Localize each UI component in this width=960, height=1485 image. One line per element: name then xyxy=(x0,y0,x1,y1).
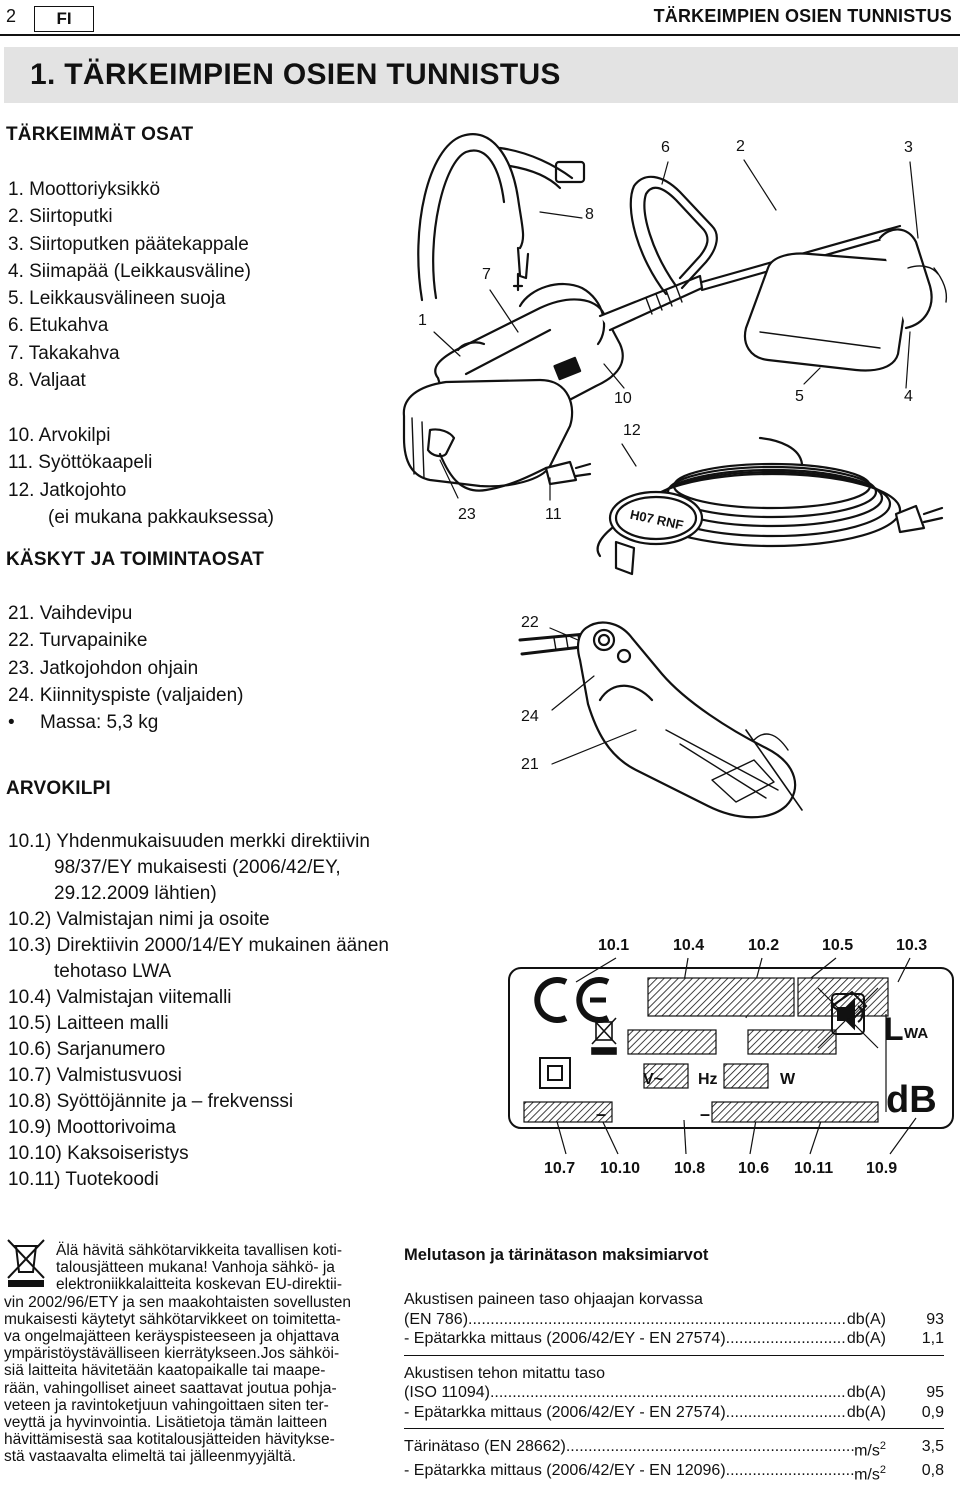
disposal-text: Älä hävitä sähkötarvikkeita tavallisen k… xyxy=(4,1242,351,1466)
figure-label-6: 6 xyxy=(661,139,670,156)
figure-label-12: 12 xyxy=(623,422,641,439)
list-item: 11. Syöttökaapeli xyxy=(8,452,153,474)
section-title: 1. TÄRKEIMPIEN OSIEN TUNNISTUS xyxy=(4,47,958,103)
list-item: 24. Kiinnityspiste (valjaiden) xyxy=(8,684,244,706)
list-item: 10.10) Kaksoiseristys xyxy=(8,1143,189,1164)
running-title: TÄRKEIMPIEN OSIEN TUNNISTUS xyxy=(653,6,952,26)
plate-label-10-9: 10.9 xyxy=(866,1160,898,1177)
plate-dash-2: – xyxy=(700,1104,710,1124)
list-item: 22. Turvapainike xyxy=(8,630,148,652)
vibration-row: - Epätarkka mittaus (2006/42/EY - EN 120… xyxy=(404,1461,944,1485)
plate-label-10-11: 10.11 xyxy=(794,1160,834,1177)
main-parts-heading: TÄRKEIMMÄT OSAT xyxy=(6,124,194,145)
plate-label-10-7: 10.7 xyxy=(544,1160,576,1177)
double-insulation-icon xyxy=(539,1057,571,1089)
vibration-row: Tärinätaso (EN 28662)m/s23,5 xyxy=(404,1437,944,1461)
trimmer-illustration: H07 RNF xyxy=(402,133,948,576)
plate-label-10-8: 10.8 xyxy=(674,1160,706,1177)
plate-label-10-6: 10.6 xyxy=(738,1160,770,1177)
controls-list: 21. Vaihdevipu 22. Turvapainike 23. Jatk… xyxy=(8,600,244,736)
sound-power-icon xyxy=(817,987,879,1049)
list-item: 5. Leikkausvälineen suoja xyxy=(8,288,226,310)
list-item: 21. Vaihdevipu xyxy=(8,603,133,624)
list-item: 10.6) Sarjanumero xyxy=(8,1039,166,1060)
plate-volt: V~ xyxy=(643,1071,663,1088)
noise-values: Akustisen paineen taso ohjaajan korvassa… xyxy=(404,1290,944,1485)
rating-plate-diagram: V~ Hz W – – L WA dB xyxy=(508,957,954,1155)
handle-detail-illustration xyxy=(518,621,803,819)
list-item: 10. Arvokilpi xyxy=(8,425,111,446)
main-parts-list-2: 10. Arvokilpi 11. Syöttökaapeli 12. Jatk… xyxy=(8,422,274,531)
page-number: 2 xyxy=(6,6,17,26)
figure-label-7: 7 xyxy=(482,266,491,283)
noise-divider xyxy=(404,1354,944,1356)
crossed-bin-icon xyxy=(7,1239,45,1287)
header-divider xyxy=(0,34,960,36)
list-item: 98/37/EY mukaisesti (2006/42/EY, xyxy=(54,857,341,878)
plate-label-10-4: 10.4 xyxy=(673,937,705,954)
figure-label-21: 21 xyxy=(521,756,539,773)
plate-label-10-3: 10.3 xyxy=(896,937,928,954)
figure-label-2: 2 xyxy=(736,138,745,155)
plate-label-10-5: 10.5 xyxy=(822,937,854,954)
list-item: 10.2) Valmistajan nimi ja osoite xyxy=(8,909,270,930)
list-item: 6. Etukahva xyxy=(8,315,109,337)
plate-db: dB xyxy=(886,1079,937,1121)
noise-group-2-title: Akustisen tehon mitattu taso xyxy=(404,1364,605,1382)
plate-label-10-1: 10.1 xyxy=(598,937,630,954)
noise-row: (ISO 11094)db(A)95 xyxy=(404,1383,944,1403)
figure-label-3: 3 xyxy=(904,139,913,156)
noise-row: (EN 786)db(A)93 xyxy=(404,1310,944,1330)
figure-label-5: 5 xyxy=(795,388,804,405)
controls-heading: KÄSKYT JA TOIMINTAOSAT xyxy=(6,549,265,570)
list-item: 10.11) Tuotekoodi xyxy=(8,1169,159,1190)
list-item: tehotaso LWA xyxy=(54,961,172,982)
rating-plate-heading: ARVOKILPI xyxy=(6,778,111,799)
noise-divider xyxy=(404,1428,944,1429)
list-item: 4. Siimapää (Leikkausväline) xyxy=(8,260,251,282)
list-item: 7. Takakahva xyxy=(8,342,120,364)
list-item: 23. Jatkojohdon ohjain xyxy=(8,657,199,679)
list-item-mass: •Massa: 5,3 kg xyxy=(8,709,244,736)
figure-label-23: 23 xyxy=(458,506,476,523)
list-item: 2. Siirtoputki xyxy=(8,206,113,228)
main-parts-list: 1. Moottoriyksikkö 2. Siirtoputki 3. Sii… xyxy=(8,176,251,394)
list-item: 10.1) Yhdenmukaisuuden merkki direktiivi… xyxy=(8,831,370,852)
figure-label-1: 1 xyxy=(418,312,427,329)
figure-label-4: 4 xyxy=(904,388,913,405)
figure-label-22: 22 xyxy=(521,614,539,631)
figure-label-10: 10 xyxy=(614,390,632,407)
figure-label-11: 11 xyxy=(545,506,562,523)
crossed-bin-icon xyxy=(591,1017,617,1055)
list-item: 1. Moottoriyksikkö xyxy=(8,179,161,200)
list-item: 10.3) Direktiivin 2000/14/EY mukainen ää… xyxy=(8,935,389,956)
list-item: 10.4) Valmistajan viitemalli xyxy=(8,987,232,1008)
plate-label-10-10: 10.10 xyxy=(600,1160,641,1177)
noise-group-1-title: Akustisen paineen taso ohjaajan korvassa xyxy=(404,1291,703,1308)
rating-plate-list: 10.1) Yhdenmukaisuuden merkki direktiivi… xyxy=(8,829,389,1193)
list-item: 29.12.2009 lähtien) xyxy=(54,883,217,904)
list-item: 10.7) Valmistusvuosi xyxy=(8,1065,182,1086)
list-item: 10.8) Syöttöjännite ja – frekvenssi xyxy=(8,1091,294,1112)
figure-label-24: 24 xyxy=(521,708,539,725)
plate-dash-1: – xyxy=(596,1104,606,1124)
plate-label-10-2: 10.2 xyxy=(748,937,780,954)
plate-lwa-l: L xyxy=(884,1011,904,1047)
plate-lwa-sub: WA xyxy=(904,1025,928,1042)
noise-row: - Epätarkka mittaus (2006/42/EY - EN 275… xyxy=(404,1403,944,1423)
figure-label-8: 8 xyxy=(585,206,594,223)
ce-mark-icon xyxy=(534,977,610,1023)
list-item: 12. Jatkojohto xyxy=(8,479,127,501)
list-item: 8. Valjaat xyxy=(8,370,86,392)
language-badge: FI xyxy=(34,6,94,32)
noise-row: - Epätarkka mittaus (2006/42/EY - EN 275… xyxy=(404,1329,944,1349)
plate-watt: W xyxy=(780,1071,796,1088)
bullet-icon: • xyxy=(8,712,15,734)
list-item-note: (ei mukana pakkauksessa) xyxy=(48,506,274,528)
plate-hz: Hz xyxy=(698,1071,718,1088)
noise-heading: Melutason ja tärinätason maksimiarvot xyxy=(404,1246,709,1264)
list-item: 10.5) Laitteen malli xyxy=(8,1013,169,1034)
list-item: 3. Siirtoputken päätekappale xyxy=(8,233,249,255)
list-item: 10.9) Moottorivoima xyxy=(8,1117,176,1138)
